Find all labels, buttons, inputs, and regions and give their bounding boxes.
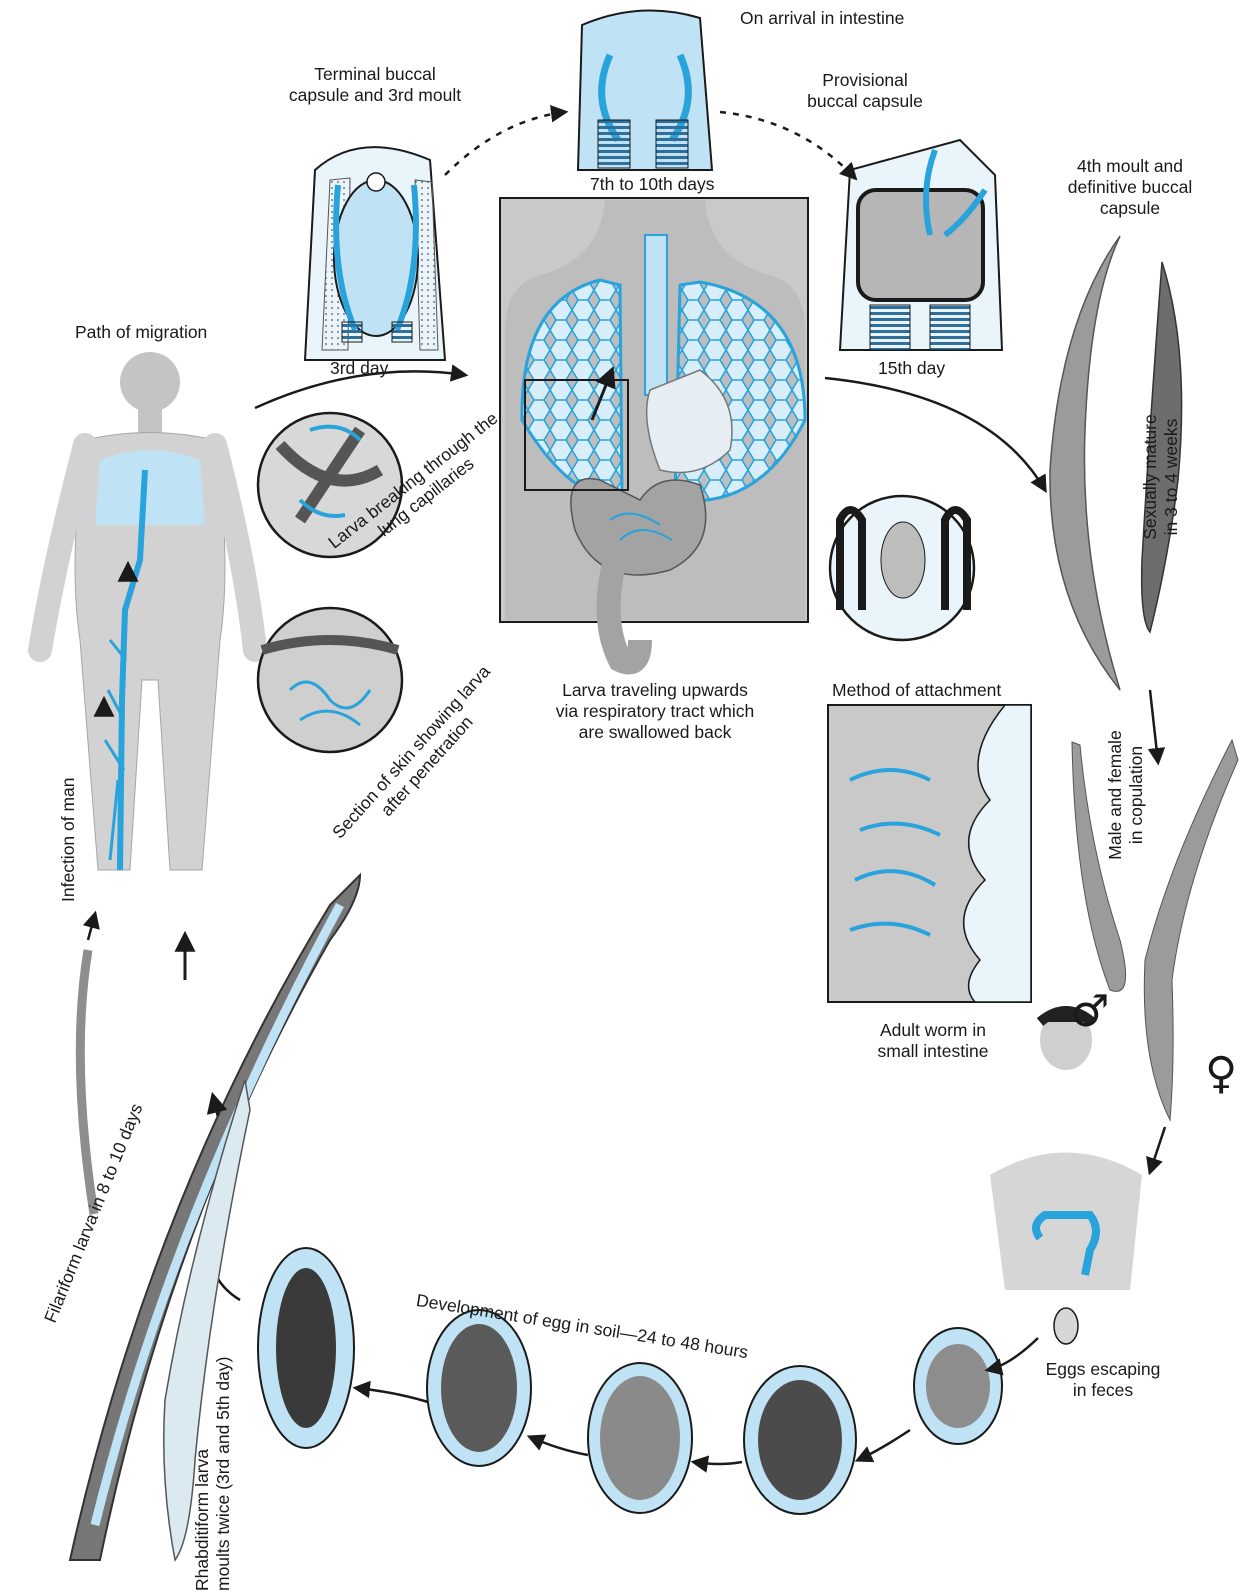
label-provisional-buccal-capsule: Provisional buccal capsule [790, 70, 940, 112]
human-bust-with-intestine [990, 1010, 1142, 1290]
egg-stages [210, 1248, 1078, 1514]
label-terminal-buccal: Terminal buccal capsule and 3rd moult [270, 64, 480, 106]
dashed-arrow-2 [720, 112, 855, 178]
intestine-wall-illustration [828, 705, 1031, 1002]
label-eggs-escaping: Eggs escaping in feces [1038, 1359, 1168, 1401]
label-male-female-copulation: Male and female in copulation [1105, 715, 1147, 875]
label-on-arrival-in-intestine: On arrival in intestine [740, 8, 904, 29]
head-15th-day-illustration [840, 140, 1002, 350]
head-7-10-days-illustration [578, 10, 712, 170]
dashed-arrow-1 [445, 112, 565, 175]
label-adult-worm: Adult worm in small intestine [858, 1020, 1008, 1062]
label-15th-day: 15th day [878, 358, 945, 379]
respiratory-panel [500, 198, 808, 663]
small-larva [80, 950, 94, 1214]
mature-worm-female [1050, 236, 1120, 690]
label-3rd-day: 3rd day [330, 358, 388, 379]
male-symbol: ♂ [1070, 990, 1109, 1034]
label-4th-moult: 4th moult and definitive buccal capsule [1050, 156, 1210, 219]
label-larva-traveling: Larva traveling upwards via respiratory … [524, 680, 786, 743]
label-rhabditiform-larva: Rhabditiform larva moults twice (3rd and… [192, 1357, 234, 1591]
label-7th-to-10th-days: 7th to 10th days [590, 174, 715, 195]
label-method-of-attachment: Method of attachment [832, 680, 1001, 701]
head-3rd-day-illustration [305, 147, 445, 360]
female-symbol: ♀ [1205, 1052, 1237, 1096]
label-infection-of-man: Infection of man [58, 777, 79, 902]
skin-section-circle [258, 608, 402, 752]
label-path-of-migration: Path of migration [75, 322, 207, 343]
label-sexually-mature: Sexually mature in 3 to 4 weeks [1140, 382, 1182, 572]
